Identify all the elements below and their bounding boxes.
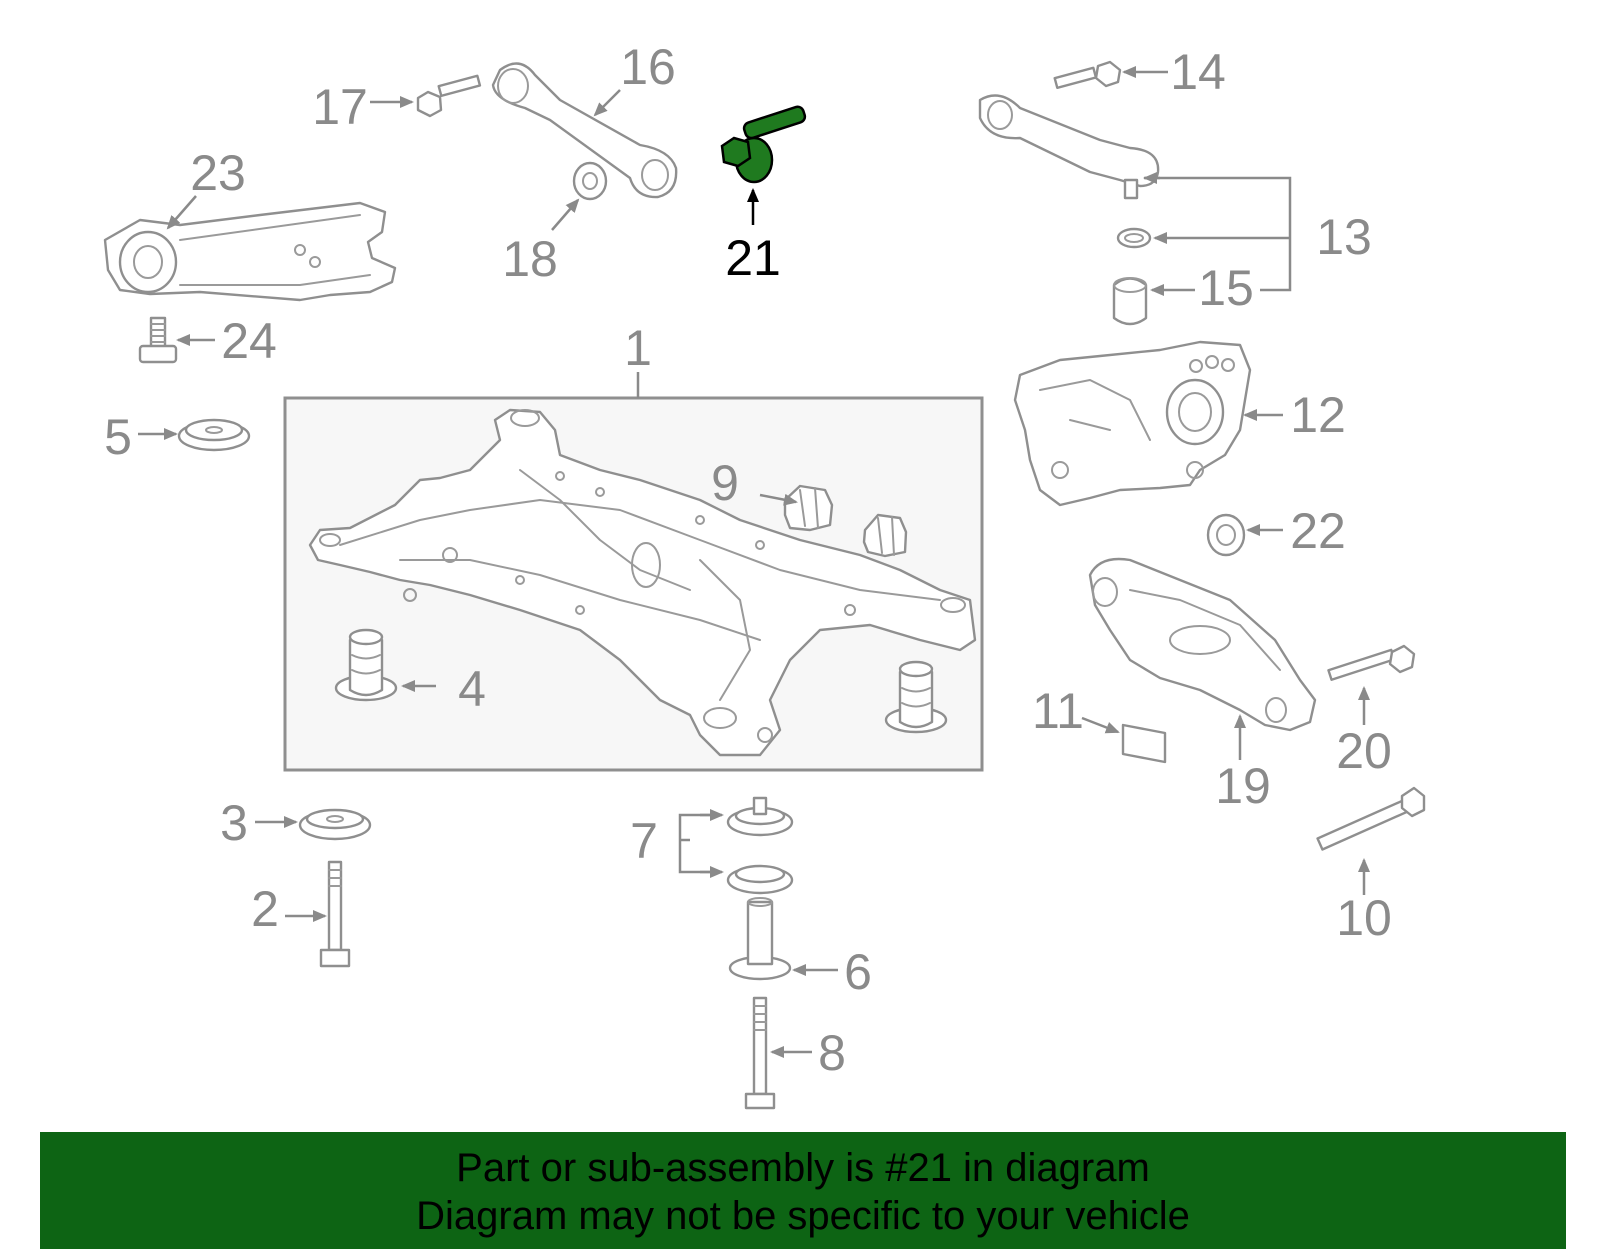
leader-18 <box>551 198 580 231</box>
arm-23 <box>103 195 397 302</box>
label-plate-11 <box>1081 716 1167 764</box>
callout-12: 12 <box>1290 387 1346 443</box>
washer-5 <box>138 418 251 452</box>
callout-18: 18 <box>502 231 558 287</box>
sleeve-6 <box>728 897 838 981</box>
bolt-17 <box>370 74 482 118</box>
callout-5: 5 <box>104 409 132 465</box>
callout-16: 16 <box>620 39 676 95</box>
cam-bolt-21 <box>720 105 807 225</box>
bolt-20 <box>1327 644 1416 725</box>
subframe-group <box>283 372 984 772</box>
bolt-8 <box>744 996 812 1110</box>
info-banner: Part or sub-assembly is #21 in diagram D… <box>40 1132 1566 1249</box>
bolt-14 <box>1053 60 1168 90</box>
callout-13: 13 <box>1316 209 1372 265</box>
callout-24: 24 <box>221 313 277 369</box>
bolt-10 <box>1316 786 1426 895</box>
leader-11 <box>1081 716 1120 734</box>
mount-4-secondary <box>884 660 948 734</box>
callout-10: 10 <box>1336 890 1392 946</box>
callout-1: 1 <box>624 320 652 376</box>
bushing-22 <box>1206 513 1283 557</box>
callout-21: 21 <box>725 230 781 286</box>
callout-2: 2 <box>251 881 279 937</box>
callout-15: 15 <box>1198 260 1254 316</box>
leader-23 <box>166 195 197 230</box>
callout-6: 6 <box>844 944 872 1000</box>
bushing-9-secondary <box>862 513 908 558</box>
bracket-7 <box>678 813 720 874</box>
subframe-part <box>308 408 977 757</box>
washer-7 <box>678 796 794 895</box>
bolt-2 <box>285 860 351 968</box>
washer-18 <box>551 161 608 231</box>
bracket-13 <box>1144 176 1292 292</box>
bushing-9 <box>783 484 834 532</box>
arm-16 <box>491 62 678 199</box>
callout-22: 22 <box>1290 503 1346 559</box>
callout-3: 3 <box>220 795 248 851</box>
washer-3 <box>255 808 372 841</box>
knuckle-12 <box>1013 340 1283 507</box>
mount-4 <box>334 628 398 702</box>
callout-14: 14 <box>1170 44 1226 100</box>
callout-17: 17 <box>312 79 368 135</box>
arm-19 <box>1088 557 1317 760</box>
banner-line-part: Part or sub-assembly is #21 in diagram <box>456 1146 1150 1190</box>
arm-13 <box>978 94 1292 292</box>
callout-23: 23 <box>190 145 246 201</box>
callout-9: 9 <box>711 455 739 511</box>
callout-11: 11 <box>1032 683 1084 739</box>
callout-7: 7 <box>630 813 658 869</box>
parts-diagram: 1 2 3 4 5 6 7 8 9 10 11 12 13 14 15 16 1… <box>103 39 1426 1110</box>
banner-line-disclaimer: Diagram may not be specific to your vehi… <box>416 1194 1190 1238</box>
bolt-24 <box>138 316 215 364</box>
bushing-15 <box>1112 277 1195 326</box>
leader-16 <box>593 89 621 117</box>
leader-9 <box>759 493 798 506</box>
callout-8: 8 <box>818 1025 846 1081</box>
callout-20: 20 <box>1336 723 1392 779</box>
callout-4: 4 <box>458 661 486 717</box>
callout-19: 19 <box>1215 758 1271 814</box>
